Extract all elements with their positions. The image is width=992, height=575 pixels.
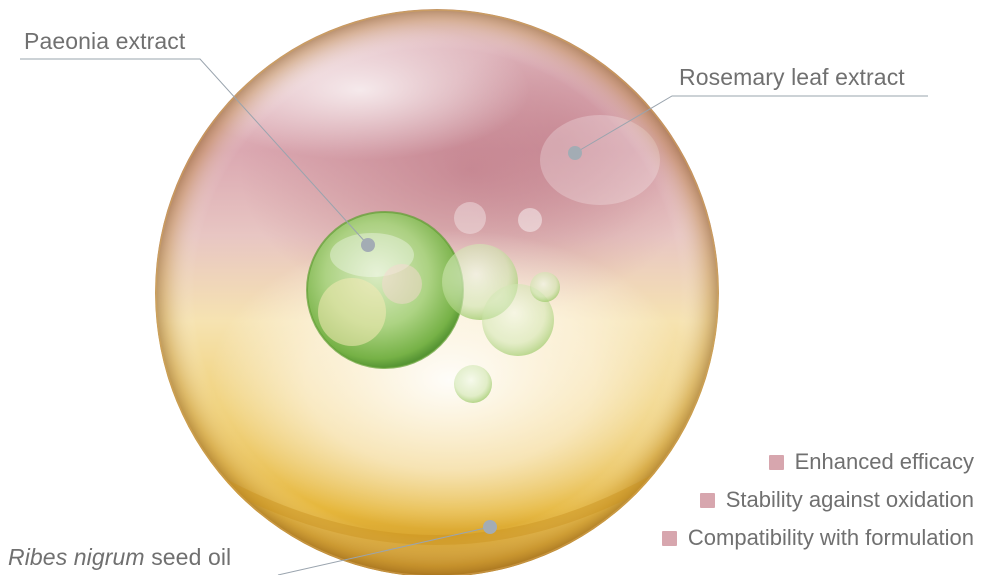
ribes-dot bbox=[483, 520, 497, 534]
legend-swatch bbox=[699, 492, 715, 508]
paeonia-leader-line bbox=[20, 58, 369, 246]
leader-lines bbox=[20, 58, 928, 575]
rosemary-leader-line bbox=[574, 95, 928, 154]
paeonia-dot bbox=[361, 238, 375, 252]
benefits-legend: Enhanced efficacy Stability against oxid… bbox=[661, 449, 974, 564]
legend-item-label: Enhanced efficacy bbox=[794, 449, 974, 474]
paeonia-label: Paeonia extract bbox=[24, 28, 186, 54]
legend-item-label: Compatibility with formulation bbox=[687, 525, 974, 550]
legend-swatch bbox=[661, 530, 677, 546]
legend-swatch bbox=[768, 454, 784, 470]
rosemary-dot bbox=[568, 146, 582, 160]
ribes-species-name: Ribes nigrum bbox=[8, 544, 145, 570]
ribes-leader-line bbox=[277, 526, 491, 575]
ribes-label-rest: seed oil bbox=[144, 544, 232, 570]
legend-item-label: Stability against oxidation bbox=[725, 487, 974, 512]
ribes-label: Ribes nigrum seed oil bbox=[8, 544, 231, 571]
legend-item-stability: Stability against oxidation bbox=[662, 487, 974, 512]
rosemary-label: Rosemary leaf extract bbox=[679, 64, 905, 90]
inner-green-spheres bbox=[306, 202, 560, 403]
legend-item-compatibility: Compatibility with formulation bbox=[661, 525, 974, 550]
legend-item-efficacy: Enhanced efficacy bbox=[662, 449, 974, 474]
